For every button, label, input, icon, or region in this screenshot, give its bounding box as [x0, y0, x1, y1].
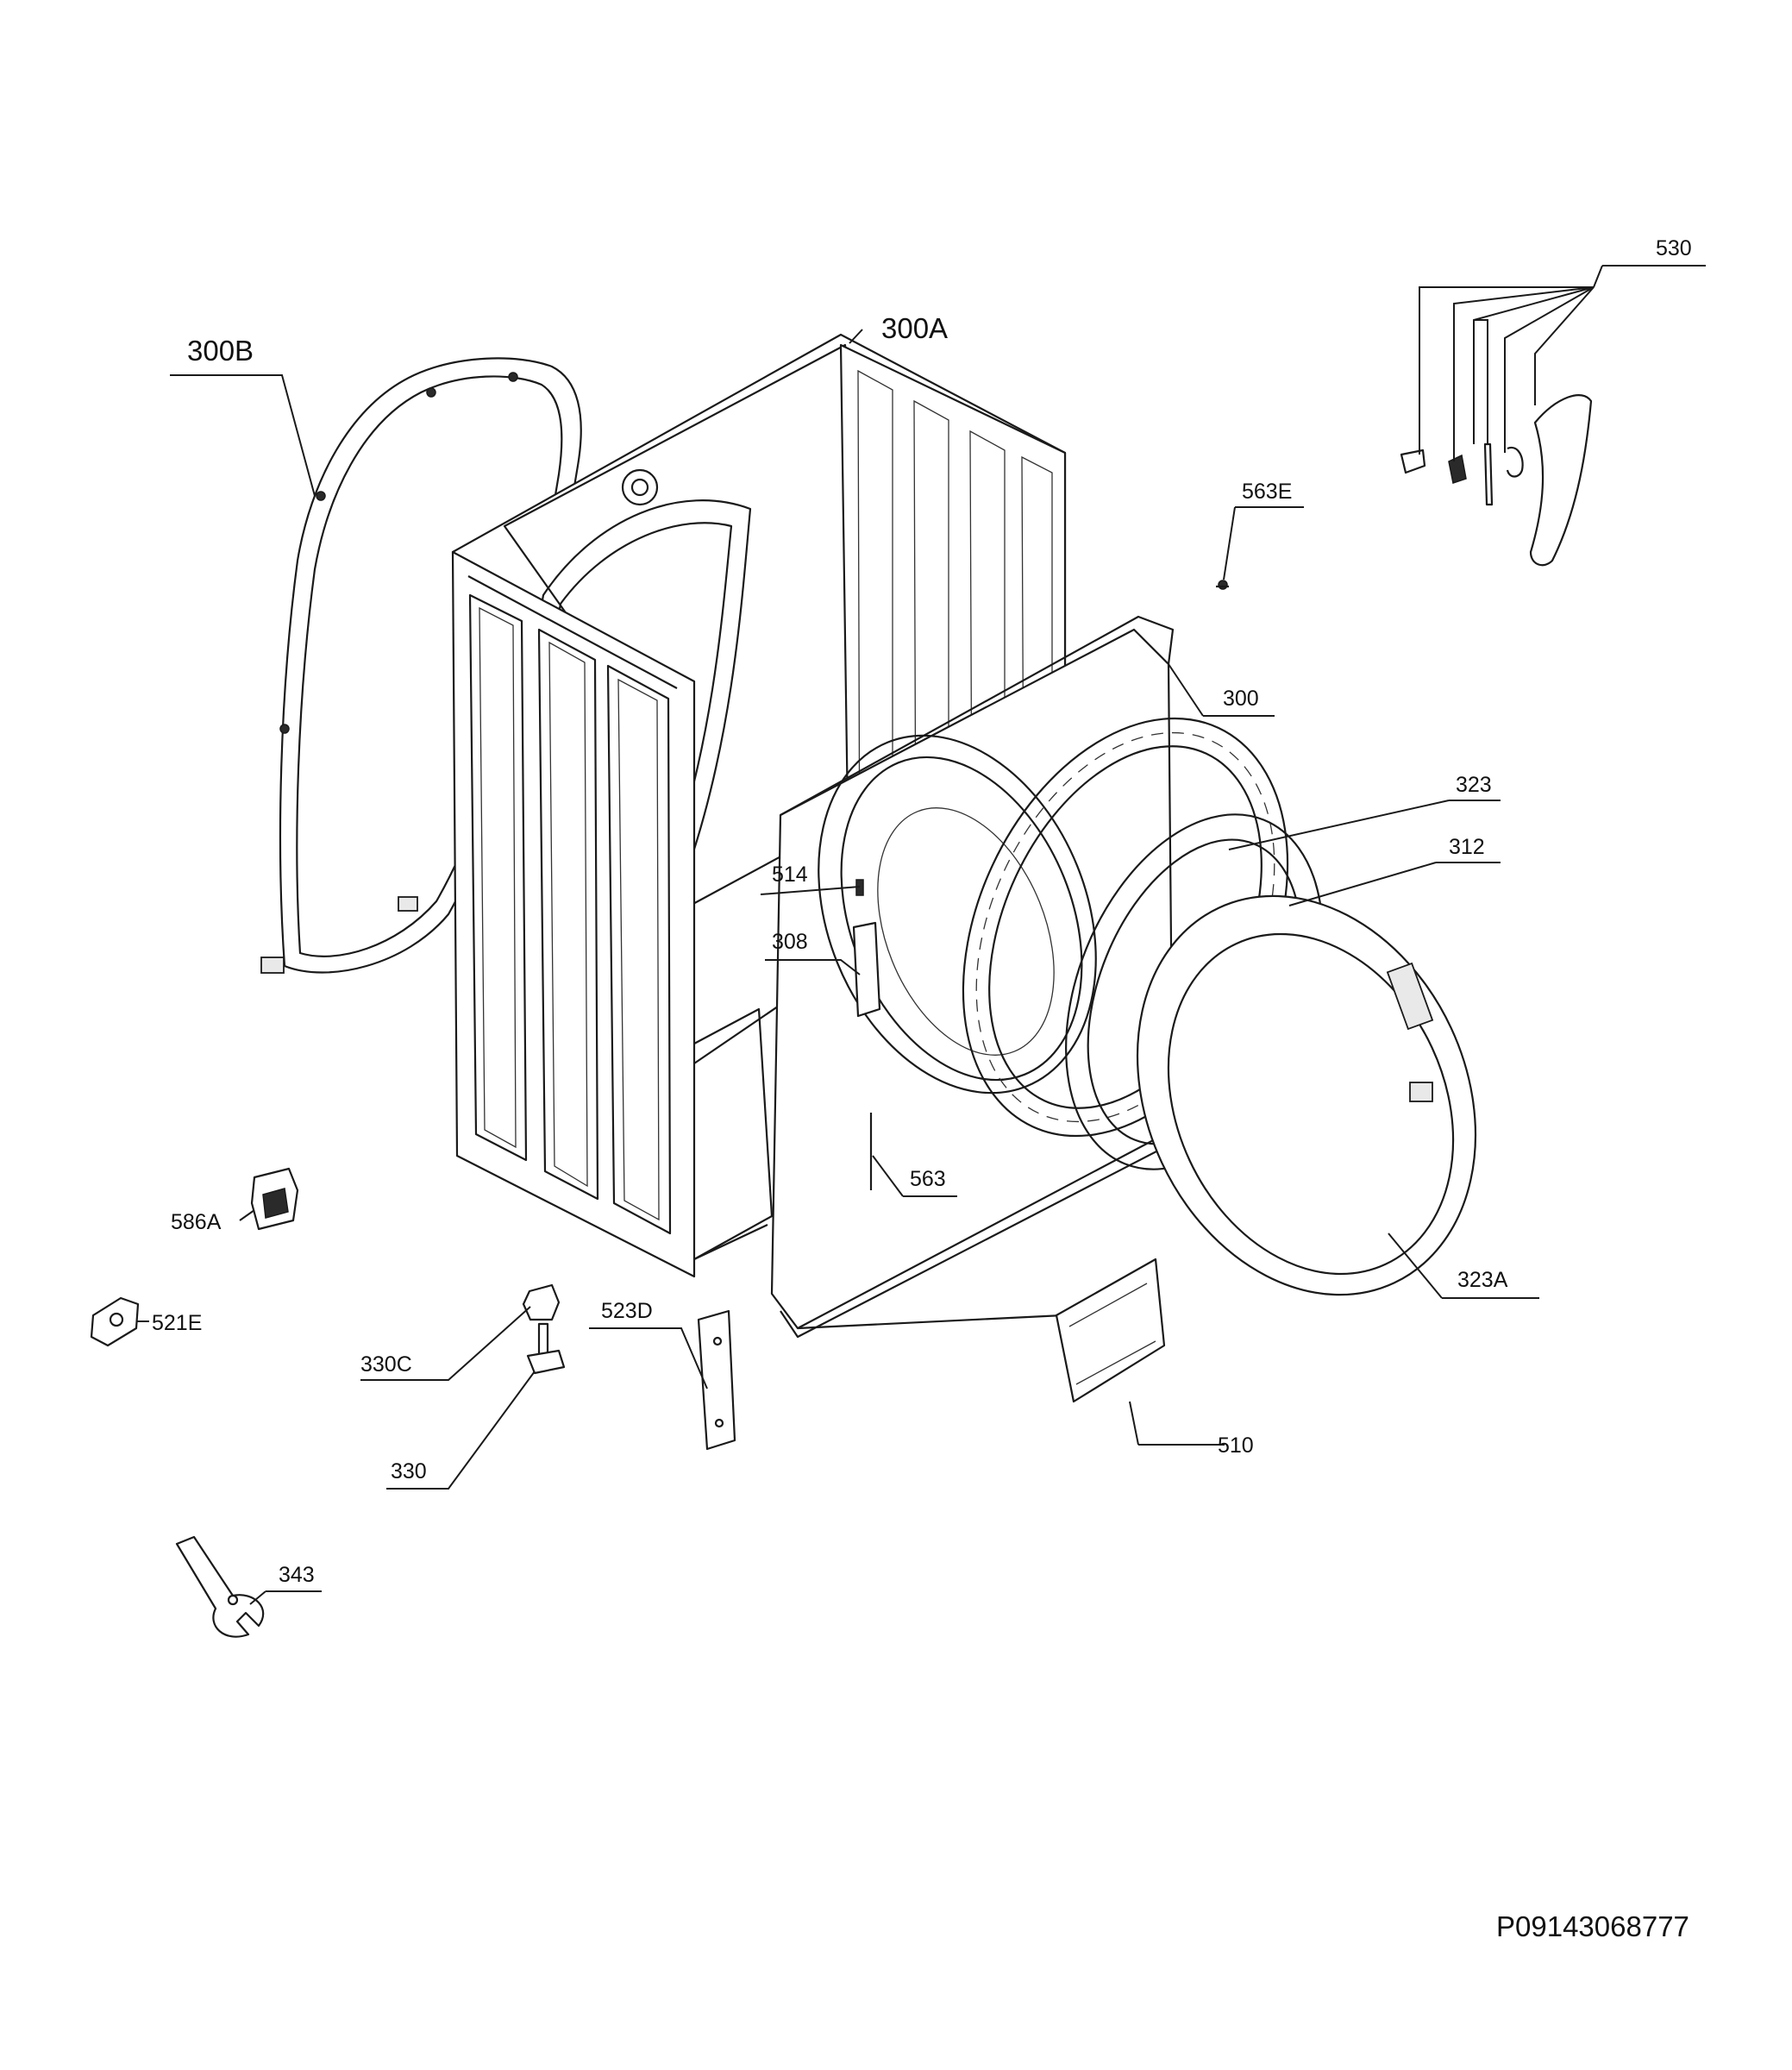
part-563e-screw[interactable]: [1216, 580, 1229, 590]
part-308-hinge[interactable]: [852, 921, 881, 1018]
label-300a: 300A: [881, 312, 948, 344]
part-330c-nut[interactable]: [522, 1283, 561, 1321]
label-300: 300: [1223, 687, 1259, 711]
label-308: 308: [772, 930, 808, 954]
part-343-wrench[interactable]: [175, 1535, 265, 1638]
label-586a: 586A: [171, 1210, 222, 1234]
label-563e: 563E: [1242, 480, 1292, 504]
label-523d: 523D: [601, 1299, 653, 1323]
label-330c: 330C: [360, 1352, 412, 1377]
leader-lines: [136, 265, 1706, 1605]
part-323a-outer-door[interactable]: [1075, 840, 1538, 1350]
label-312: 312: [1449, 835, 1485, 859]
label-323a: 323A: [1457, 1268, 1508, 1292]
label-330: 330: [391, 1459, 427, 1484]
part-523d-bracket[interactable]: [697, 1309, 736, 1451]
part-300-front-panel[interactable]: [768, 615, 1182, 1339]
label-323: 323: [1456, 773, 1492, 797]
label-300b: 300B: [187, 335, 254, 367]
label-510: 510: [1218, 1433, 1254, 1458]
part-510-label-plate[interactable]: [1055, 1258, 1166, 1403]
part-521e-module[interactable]: [90, 1296, 140, 1347]
part-530-handle-group[interactable]: [1400, 394, 1593, 567]
label-521e: 521E: [152, 1311, 202, 1335]
label-343: 343: [279, 1563, 315, 1587]
part-330-foot[interactable]: [526, 1322, 566, 1375]
part-586a-connector[interactable]: [250, 1167, 299, 1231]
label-530: 530: [1656, 236, 1692, 260]
drawing-code: P09143068777: [1496, 1910, 1689, 1942]
label-514: 514: [772, 862, 808, 887]
label-563: 563: [910, 1167, 946, 1191]
